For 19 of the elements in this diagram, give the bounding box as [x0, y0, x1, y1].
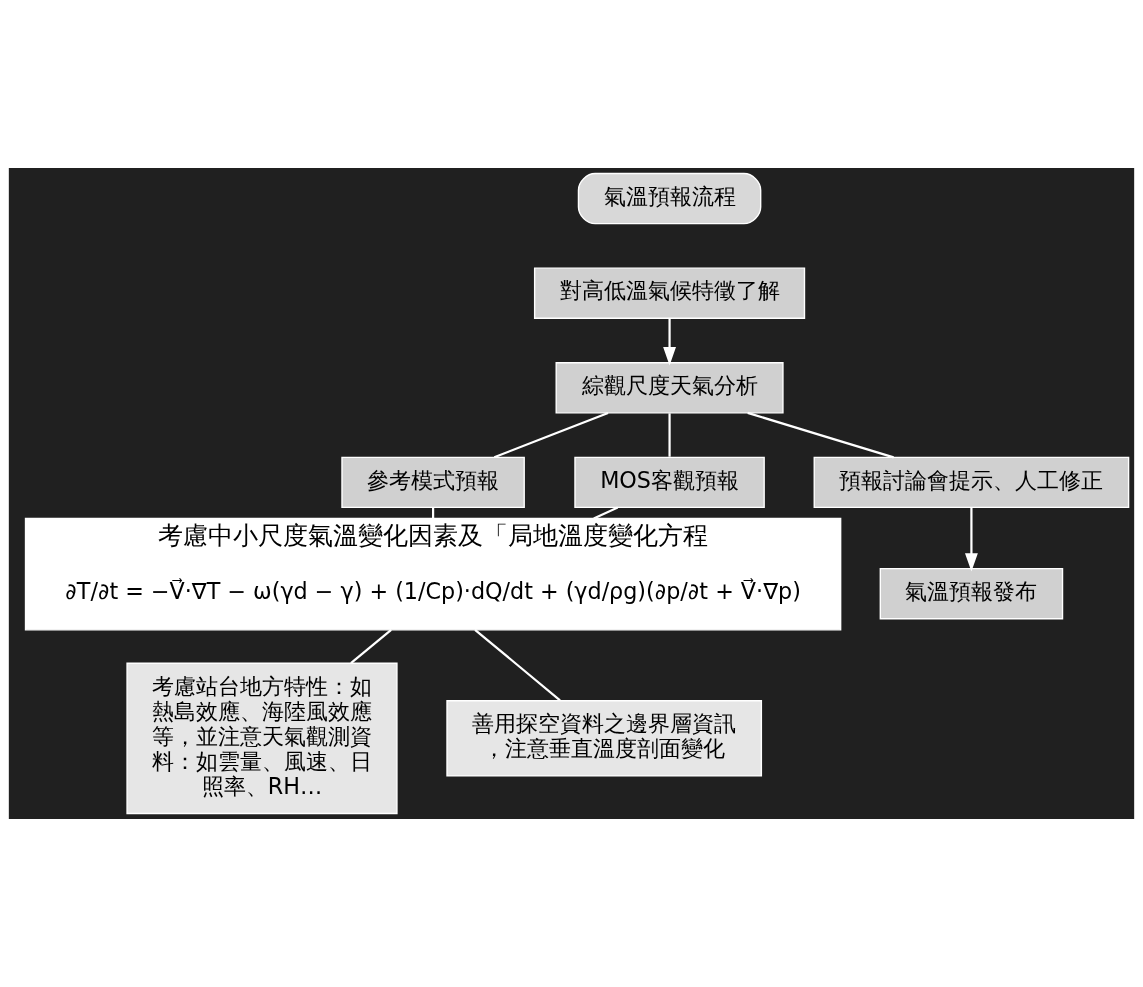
node-box: 預報討論會提示、人工修正: [813, 456, 1130, 509]
connector: [474, 628, 561, 702]
connector: [350, 628, 392, 664]
node-box: 對高低溫氣候特徵了解: [533, 267, 806, 319]
connector: [668, 413, 671, 457]
node-box: 考慮站台地方特性：如熱島效應、海陸風效應等，並注意天氣觀測資料：如雲量、風速、日照率、RH…: [126, 662, 398, 815]
arrow: [964, 507, 978, 572]
connector: [747, 411, 894, 459]
node-box: 參考模式預報: [341, 456, 525, 509]
arrow: [663, 318, 676, 366]
node-box: 善用探空資料之邊界層資訊，注意垂直溫度剖面變化: [446, 700, 763, 777]
node-text: ∂T/∂t = −V⃗·∇T − ω(γd − γ) + (1/Cp)·dQ/dt + (γd/ρg)(∂p/∂t + V⃗·∇p): [65, 577, 801, 604]
node-box: 綜觀尺度天氣分析: [555, 362, 784, 414]
connector: [593, 506, 619, 520]
connector: [493, 412, 609, 459]
node-box: MOS客觀預報: [574, 456, 765, 509]
node-box: 氣溫預報流程: [577, 172, 762, 225]
connector: [431, 507, 435, 519]
node-box: 氣溫預報發布: [879, 567, 1064, 620]
